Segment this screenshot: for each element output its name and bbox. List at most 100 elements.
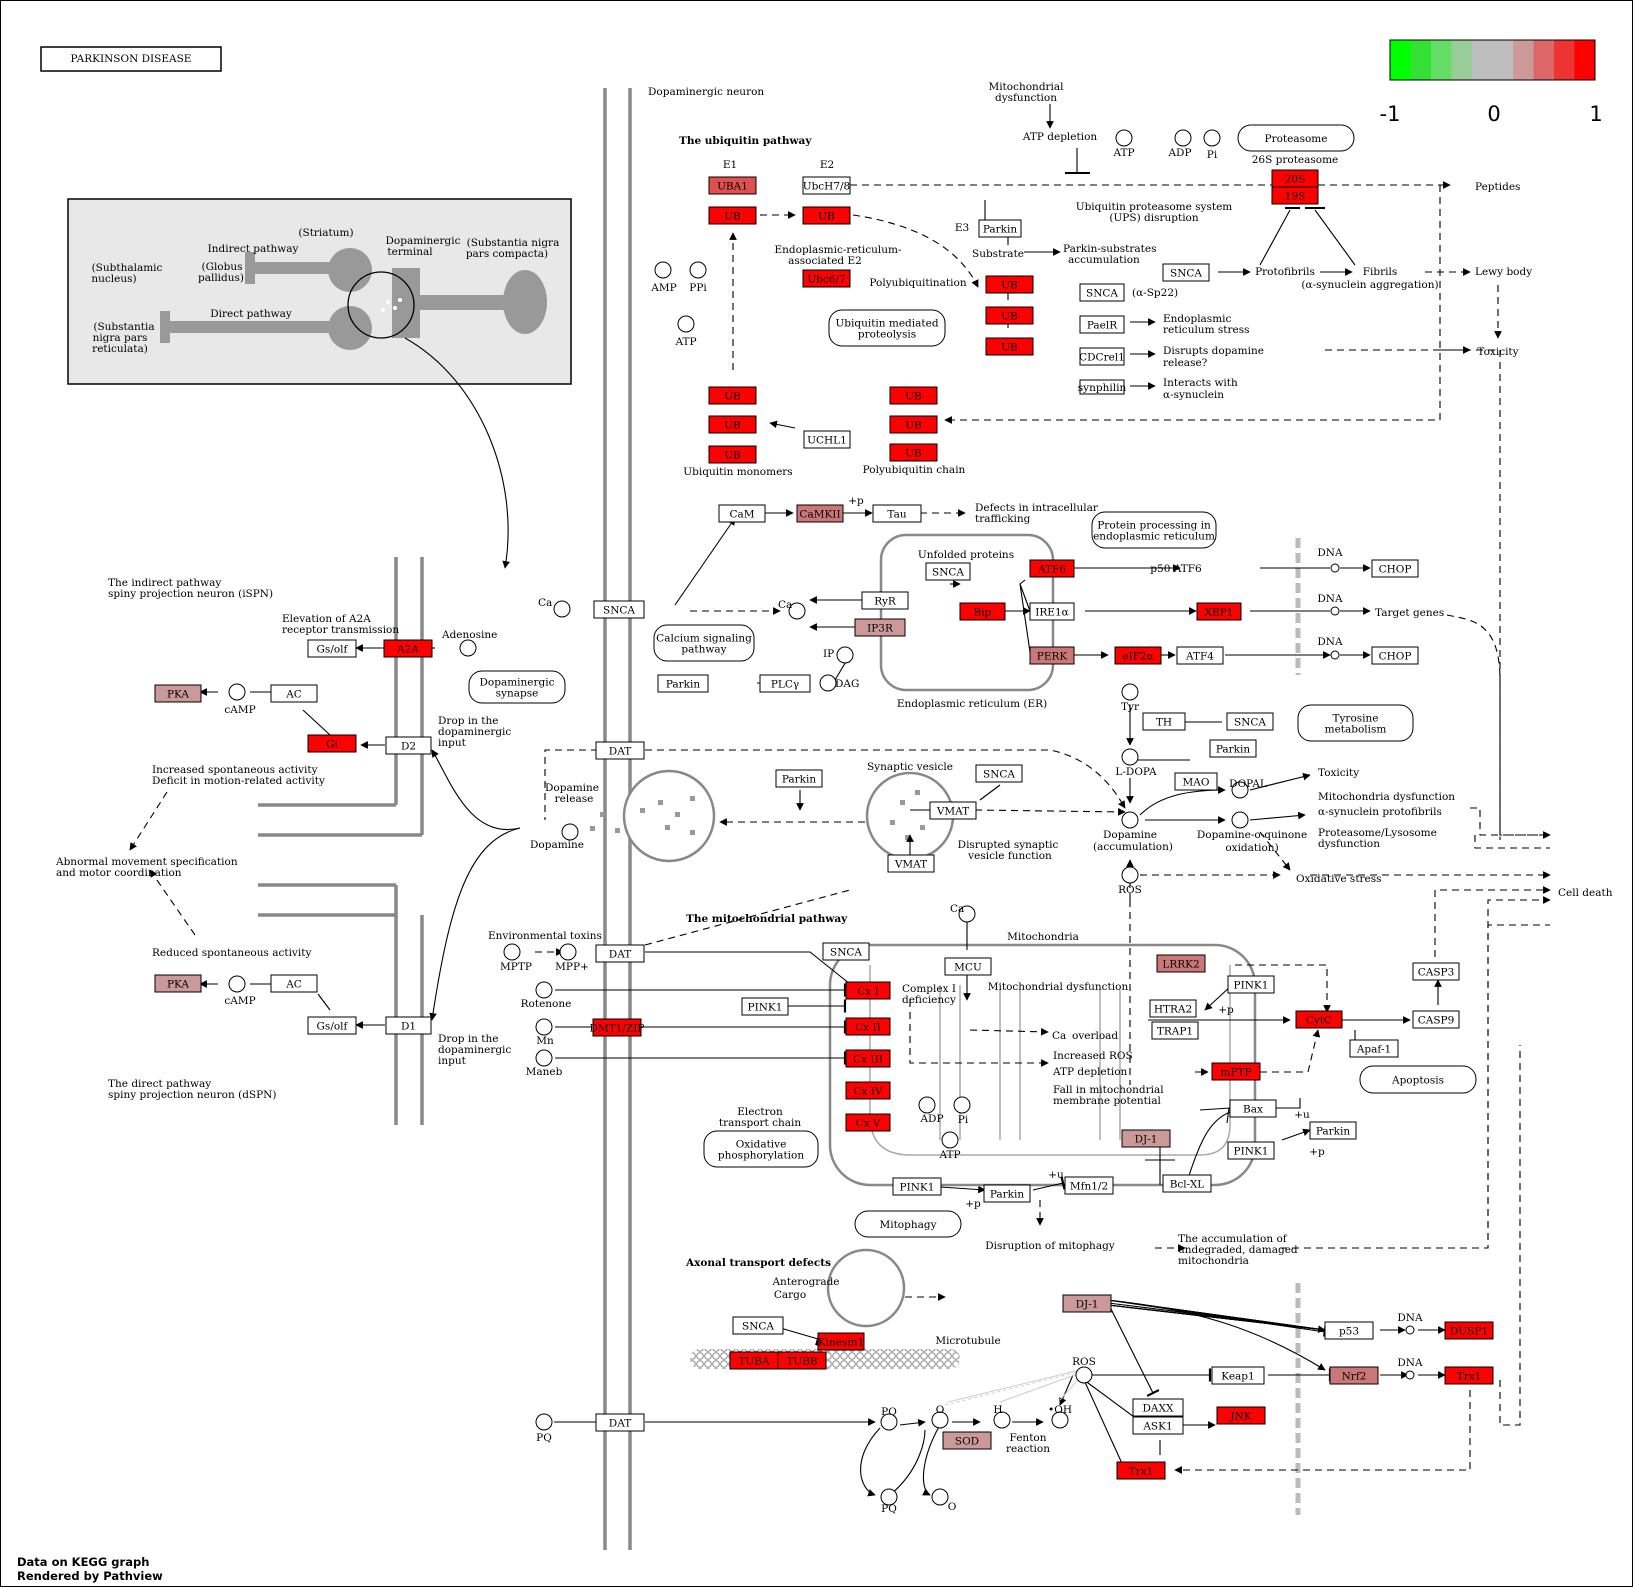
gene-node-atf4[interactable]: ATF4	[1176, 646, 1224, 665]
gene-node-snca[interactable]: SNCA	[732, 1316, 784, 1335]
gene-node-perk[interactable]: PERK	[1029, 646, 1075, 665]
gene-node-vmat[interactable]: VMAT	[887, 854, 935, 873]
gene-node-ask1[interactable]: ASK1	[1132, 1416, 1184, 1435]
gene-node-atf6[interactable]: ATF6	[1029, 559, 1075, 578]
gene-node-dat[interactable]: DAT	[595, 741, 645, 760]
gene-node-parkin[interactable]: Parkin	[1309, 1121, 1357, 1140]
gene-node-vmat[interactable]: VMAT	[929, 801, 977, 820]
gene-node-a2a[interactable]: A2A	[383, 639, 433, 658]
gene-node-snca[interactable]: SNCA	[1226, 712, 1274, 731]
gene-node-paelr[interactable]: PaelR	[1079, 315, 1125, 334]
gene-node-cytc[interactable]: CytC	[1295, 1010, 1343, 1029]
gene-node-chop[interactable]: CHOP	[1371, 646, 1419, 665]
gene-node-pka[interactable]: PKA	[154, 684, 202, 703]
gene-node-apaf-1[interactable]: Apaf-1	[1349, 1039, 1399, 1058]
gene-node-mcu[interactable]: MCU	[944, 957, 992, 976]
gene-node-uba1[interactable]: UBA1	[708, 176, 757, 195]
gene-node-cx-v[interactable]: Cx V	[845, 1113, 891, 1132]
gene-node-casp9[interactable]: CASP9	[1412, 1010, 1460, 1029]
gene-node-trx1[interactable]: Trx1	[1116, 1461, 1166, 1480]
gene-node-pink1[interactable]: PINK1	[1227, 1141, 1275, 1160]
gene-node-trap1[interactable]: TRAP1	[1151, 1021, 1199, 1040]
gene-node-keap1[interactable]: Keap1	[1211, 1366, 1265, 1385]
gene-node-ire1-[interactable]: IRE1α	[1029, 602, 1075, 621]
pathway-link-apoptosis[interactable]: Apoptosis	[1359, 1065, 1477, 1094]
gene-node-ubch7-8[interactable]: UbcH7/8	[802, 176, 851, 195]
gene-node-ac[interactable]: AC	[270, 684, 318, 703]
gene-node-snca[interactable]: SNCA	[1079, 283, 1125, 302]
gene-node-ub[interactable]: UB	[708, 415, 757, 434]
gene-node-19s[interactable]: 19S	[1271, 186, 1319, 205]
gene-node-dj-1[interactable]: DJ-1	[1062, 1294, 1112, 1313]
gene-node-sod[interactable]: SOD	[942, 1431, 992, 1450]
gene-node-th[interactable]: TH	[1142, 712, 1186, 731]
gene-node-parkin[interactable]: Parkin	[978, 219, 1022, 238]
gene-node-pink1[interactable]: PINK1	[1227, 975, 1275, 994]
gene-node-parkin[interactable]: Parkin	[775, 769, 823, 788]
gene-node-cx-ii[interactable]: Cx II	[845, 1017, 891, 1036]
gene-node-p53[interactable]: p53	[1324, 1321, 1374, 1340]
gene-node-cam[interactable]: CaM	[718, 504, 766, 523]
gene-node-parkin[interactable]: Parkin	[1209, 739, 1257, 758]
gene-node-cdcrel1[interactable]: CDCrel1	[1079, 347, 1125, 366]
gene-node-pink1[interactable]: PINK1	[741, 997, 789, 1016]
gene-node-kinesin1[interactable]: Kinesin1	[817, 1332, 865, 1351]
gene-node-cx-iii[interactable]: Cx III	[845, 1049, 891, 1068]
gene-node-dusp1[interactable]: DUSP1	[1444, 1321, 1494, 1340]
gene-node-20s[interactable]: 20S	[1271, 169, 1319, 188]
gene-node-cx-iv[interactable]: Cx IV	[845, 1081, 891, 1100]
gene-node-ub[interactable]: UB	[889, 415, 938, 434]
gene-node-ip3r[interactable]: IP3R	[854, 618, 906, 637]
gene-node-gs-olf[interactable]: Gs/olf	[307, 639, 357, 658]
gene-node-plc-[interactable]: PLCγ	[759, 674, 811, 693]
gene-node-parkin[interactable]: Parkin	[657, 674, 709, 693]
gene-node-dmt1-zip[interactable]: DMT1/ZIP	[590, 1018, 645, 1037]
gene-node-parkin[interactable]: Parkin	[983, 1184, 1031, 1203]
gene-node-htra2[interactable]: HTRA2	[1149, 999, 1197, 1018]
gene-node-tuba[interactable]: TUBA	[729, 1351, 779, 1370]
gene-node-nrf2[interactable]: Nrf2	[1329, 1366, 1379, 1385]
gene-node-gi[interactable]: Gi	[307, 734, 357, 753]
gene-node-ub[interactable]: UB	[889, 443, 938, 462]
gene-node-xbp1[interactable]: XBP1	[1196, 602, 1242, 621]
gene-node-ub[interactable]: UB	[985, 337, 1034, 356]
pathway-link-mitophagy[interactable]: Mitophagy	[854, 1210, 962, 1238]
gene-node-dj-1[interactable]: DJ-1	[1121, 1129, 1171, 1148]
gene-node-snca[interactable]: SNCA	[822, 942, 870, 961]
gene-node-pka[interactable]: PKA	[154, 974, 202, 993]
gene-node-casp3[interactable]: CASP3	[1412, 962, 1460, 981]
gene-node-uchl1[interactable]: UCHL1	[803, 430, 851, 449]
gene-node-daxx[interactable]: DAXX	[1132, 1398, 1184, 1417]
gene-node-gs-olf[interactable]: Gs/olf	[307, 1016, 357, 1035]
gene-node-ac[interactable]: AC	[270, 974, 318, 993]
gene-node-lrrk2[interactable]: LRRK2	[1156, 954, 1206, 973]
gene-node-ub[interactable]: UB	[708, 386, 757, 405]
gene-node-cx-i[interactable]: Cx I	[845, 981, 891, 1000]
gene-node-ub[interactable]: UB	[802, 206, 851, 225]
gene-node-jnk[interactable]: JNK	[1216, 1406, 1266, 1425]
gene-node-ubc6-7[interactable]: Ubc6/7	[802, 269, 851, 288]
gene-node-chop[interactable]: CHOP	[1371, 559, 1419, 578]
gene-node-mptp[interactable]: mPTP	[1211, 1062, 1261, 1081]
pathway-link-proteasome[interactable]: Proteasome	[1237, 124, 1355, 152]
gene-node-pink1[interactable]: PINK1	[892, 1177, 942, 1196]
gene-node-snca[interactable]: SNCA	[1162, 263, 1210, 282]
gene-node-bip[interactable]: Bip	[959, 602, 1006, 621]
gene-node-snca[interactable]: SNCA	[925, 562, 971, 581]
gene-node-ub[interactable]: UB	[889, 386, 938, 405]
gene-node-bax[interactable]: Bax	[1229, 1099, 1277, 1118]
gene-node-tau[interactable]: Tau	[872, 504, 922, 523]
gene-node-snca[interactable]: SNCA	[975, 764, 1023, 783]
gene-node-tubb[interactable]: TUBB	[777, 1351, 827, 1370]
gene-node-ub[interactable]: UB	[708, 445, 757, 464]
gene-node-dat[interactable]: DAT	[595, 1413, 645, 1432]
gene-node-mfn1-2[interactable]: Mfn1/2	[1064, 1176, 1114, 1195]
gene-node-eif2-[interactable]: eIF2α	[1114, 646, 1162, 665]
gene-node-ub[interactable]: UB	[985, 306, 1034, 325]
gene-node-trx1[interactable]: Trx1	[1444, 1366, 1494, 1385]
gene-node-ryr[interactable]: RyR	[861, 591, 909, 610]
